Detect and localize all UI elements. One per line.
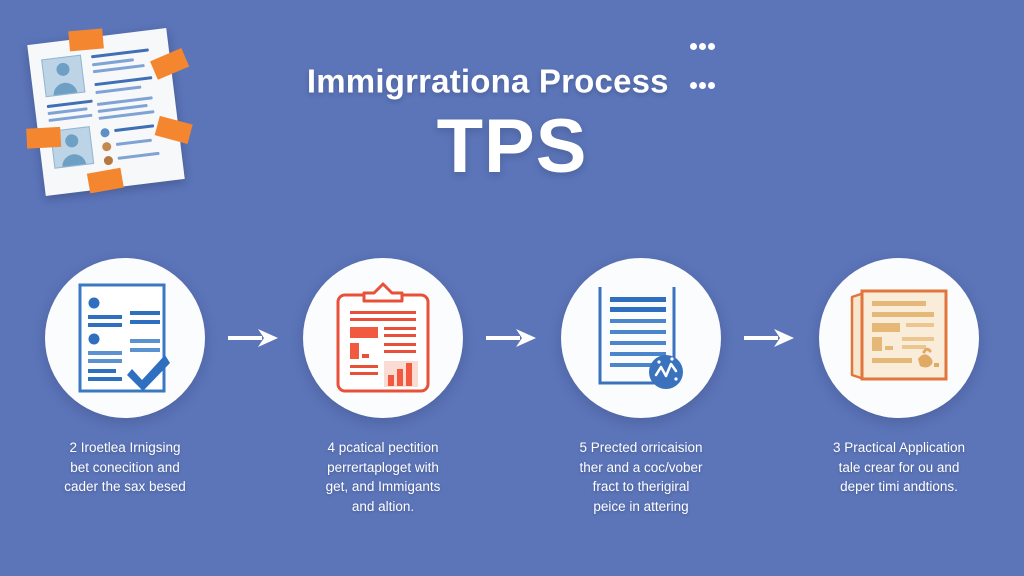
- process-step: 5 Prected orricaision ther and a coc/vob…: [541, 258, 741, 516]
- step-icon-circle: [561, 258, 721, 418]
- document-checklist-check-icon: [78, 283, 170, 393]
- step-icon-circle: [45, 258, 205, 418]
- caption-line: tale crear for ou and: [838, 459, 960, 475]
- caption-line: bet conecition and: [70, 459, 180, 475]
- title-block: Immigrrationa Process TPS: [0, 20, 1024, 187]
- arrow-right-icon: [741, 258, 799, 418]
- step-icon-circle: [303, 258, 463, 418]
- process-steps-row: 2 Iroetlea Irnigsing bet conecition and …: [0, 258, 1024, 516]
- caption-line: deper timi andtions.: [840, 479, 958, 495]
- document-analytics-badge-icon: [598, 287, 683, 389]
- page-title-text: Immigrrationa Process: [306, 62, 669, 100]
- caption-line: perrertaploget with: [327, 459, 439, 475]
- page-title: Immigrrationa Process: [0, 20, 1024, 101]
- caption-line: ther and a coc/vober: [579, 459, 703, 475]
- arrow-right-icon: [225, 258, 283, 418]
- caption-line: 3 Practical Application: [832, 440, 966, 455]
- step-caption: 5 Prected orricaision ther and a coc/vob…: [546, 438, 736, 516]
- page-subtitle: TPS: [436, 104, 588, 190]
- caption-line: 5 Prected orricaision: [579, 440, 703, 455]
- process-step: 2 Iroetlea Irnigsing bet conecition and …: [25, 258, 225, 497]
- step-caption: 3 Practical Application tale crear for o…: [804, 438, 994, 497]
- step-icon-circle: [819, 258, 979, 418]
- caption-line: 4 pcatical pectition: [327, 440, 439, 455]
- clipboard-report-chart-icon: [336, 282, 430, 393]
- step-caption: 4 pcatical pectition perrertaploget with…: [288, 438, 478, 516]
- caption-line: get, and Immigants: [325, 479, 441, 495]
- caption-line: and altion.: [351, 498, 415, 514]
- caption-line: peice in attering: [593, 498, 689, 514]
- arrow-right-icon: [483, 258, 541, 418]
- six-dot-grid-icon: [687, 20, 717, 99]
- caption-line: 2 Iroetlea Irnigsing: [69, 440, 181, 455]
- process-step: 3 Practical Application tale crear for o…: [799, 258, 999, 497]
- process-step: 4 pcatical pectition perrertaploget with…: [283, 258, 483, 516]
- caption-line: fract to therigiral: [592, 479, 690, 495]
- caption-line: cader the sax besed: [64, 479, 186, 495]
- step-caption: 2 Iroetlea Irnigsing bet conecition and …: [30, 438, 220, 497]
- certificate-seal-icon: [850, 289, 948, 381]
